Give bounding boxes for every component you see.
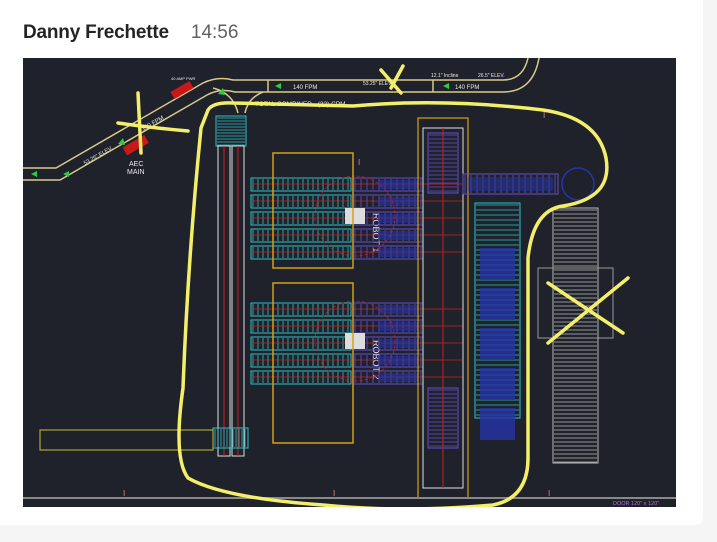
speed-label: 140 FPM — [455, 85, 479, 91]
column-marker: I — [358, 158, 360, 167]
image-attachment[interactable]: 140 FPM 53.25" ELEV. 12.1" Incline 140 F… — [23, 58, 676, 507]
remove-x-left — [116, 91, 190, 155]
column-marker: I — [543, 111, 545, 120]
pallet — [378, 231, 418, 240]
pallet — [378, 339, 418, 348]
robot2-infeed — [250, 370, 352, 385]
pallet — [480, 288, 515, 320]
robot2-infeed — [250, 319, 352, 334]
message-header: Danny Frechette 14:56 — [23, 22, 238, 44]
turntable — [561, 167, 595, 201]
markup-annotations — [116, 64, 630, 507]
column-marker: I — [548, 489, 550, 498]
pallet — [378, 305, 418, 314]
main-label: MAIN — [127, 169, 145, 176]
robot1-label: ROBOT 1 — [371, 213, 381, 252]
sender-name[interactable]: Danny Frechette — [23, 22, 169, 43]
robot1-infeed — [250, 245, 352, 260]
robot1-base — [345, 208, 365, 224]
robot2-reach — [314, 300, 396, 382]
robot2-infeed — [250, 336, 352, 351]
robot2-infeed — [250, 353, 352, 368]
pallet — [378, 197, 418, 206]
conveyor-layout: I I I I I — [123, 111, 614, 499]
power-box — [170, 81, 194, 99]
remove-x-right — [546, 276, 630, 345]
pallet — [468, 177, 553, 191]
speed-label: 140 FPM — [293, 85, 317, 91]
cad-layout-drawing: 140 FPM 53.25" ELEV. 12.1" Incline 140 F… — [23, 58, 676, 507]
aec-label: AEC — [129, 161, 143, 168]
power-label: 40 AMP PWR — [171, 76, 195, 81]
aec-main-box — [122, 135, 149, 156]
robot1-reach — [314, 175, 396, 257]
robot2-infeed — [250, 302, 352, 317]
column-marker: I — [333, 489, 335, 498]
pallet — [480, 328, 515, 360]
fence — [272, 282, 354, 444]
pallet — [378, 214, 418, 223]
pallet — [378, 356, 418, 365]
pallet — [480, 368, 515, 400]
top-right-conveyor — [462, 173, 559, 195]
scope-outline — [177, 101, 609, 507]
wrapper-frame — [537, 267, 614, 339]
robot1-infeed — [250, 194, 352, 209]
fence — [272, 152, 354, 269]
robot2-base — [345, 333, 365, 349]
flow-arrows — [31, 83, 449, 177]
pallet — [378, 322, 418, 331]
robot1-infeed — [250, 228, 352, 243]
incline-label: 12.1" Incline — [431, 73, 459, 79]
elevation-label: 53.25" ELEV. — [363, 81, 392, 87]
merge-conveyor — [215, 115, 247, 147]
pallet — [378, 248, 418, 257]
robot1-infeed — [250, 211, 352, 226]
pallet — [480, 408, 515, 440]
infeed-conveyor — [23, 58, 540, 181]
elevation-label: 26.5" ELEV. — [478, 73, 505, 79]
robot1-infeed — [250, 177, 352, 192]
staging-area — [39, 429, 214, 451]
column-marker: I — [123, 489, 125, 498]
pallet — [480, 248, 515, 280]
remove-x-top — [379, 64, 405, 95]
pallet — [378, 180, 418, 189]
door-label: DOOR 120" x 120" — [613, 501, 659, 507]
message-card: Danny Frechette 14:56 140 FPM 53.25" ELE… — [23, 22, 676, 507]
elevation-label: 53.25" ELEV. — [83, 145, 114, 167]
wrapper-conveyor — [552, 207, 599, 464]
message-timestamp: 14:56 — [190, 22, 239, 43]
pallet — [378, 373, 418, 382]
